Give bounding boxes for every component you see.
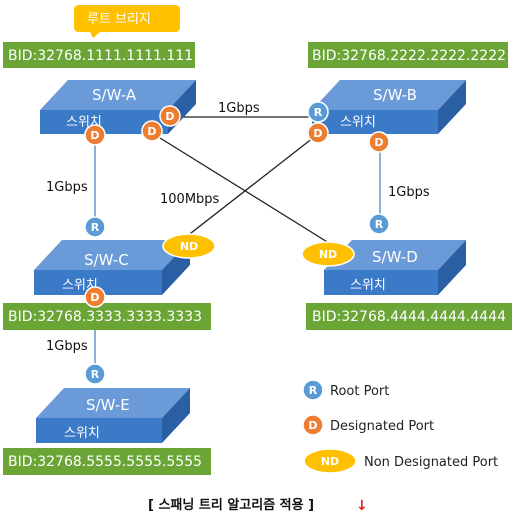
svg-text:R: R xyxy=(91,368,100,381)
svg-text:ND: ND xyxy=(321,455,339,468)
svg-text:D: D xyxy=(374,136,383,149)
link-a-c-speed: 1Gbps xyxy=(46,180,88,195)
port-c-designated-to-e: D xyxy=(84,286,106,308)
port-b-root: R xyxy=(307,101,329,123)
link-b-d-speed: 1Gbps xyxy=(388,185,430,200)
switch-b-name: S/W-B xyxy=(373,86,417,104)
port-c-non-designated: ND xyxy=(162,233,216,259)
legend-root-port-label: Root Port xyxy=(330,384,389,399)
svg-text:R: R xyxy=(309,384,318,397)
svg-text:ND: ND xyxy=(319,248,337,261)
link-a-d xyxy=(151,132,346,254)
svg-text:R: R xyxy=(91,221,100,234)
caption-arrow: ↓ xyxy=(356,498,368,514)
root-bridge-label: 루트 브리지 xyxy=(87,12,151,27)
legend-non-designated-port: ND Non Designated Port xyxy=(303,448,498,474)
switch-d-type: 스위치 xyxy=(350,278,386,293)
port-d-root: R xyxy=(368,213,390,235)
port-b-designated-to-c: D xyxy=(307,122,329,144)
switch-e-bid: BID:32768.5555.5555.5555 xyxy=(8,454,202,470)
svg-text:D: D xyxy=(308,419,317,432)
legend-designated-port: D Designated Port xyxy=(302,414,434,436)
switch-b-bid: BID:32768.2222.2222.2222 xyxy=(312,48,506,64)
port-e-root: R xyxy=(84,363,106,385)
svg-text:R: R xyxy=(375,218,384,231)
port-d-non-designated: ND xyxy=(301,241,355,267)
switch-d-name: S/W-D xyxy=(372,248,418,266)
switch-e-bid-box xyxy=(3,448,211,475)
switch-e-name: S/W-E xyxy=(86,396,130,414)
switch-a-bid-box xyxy=(3,42,195,68)
legend: R Root Port D Designated Port ND Non Des… xyxy=(302,379,498,474)
switch-d: S/W-D 스위치 BID:32768.4444.4444.4444 xyxy=(306,240,512,330)
port-a-designated-to-b: D xyxy=(159,105,181,127)
figure-caption: [ 스패닝 트리 알고리즘 적용 ] xyxy=(148,497,314,513)
port-a-designated-to-c: D xyxy=(84,124,106,146)
switch-b-bid-box xyxy=(308,42,508,68)
legend-root-port: R Root Port xyxy=(302,379,389,401)
switch-c-bid-box xyxy=(3,303,211,330)
svg-text:D: D xyxy=(165,110,174,123)
svg-text:R: R xyxy=(314,106,323,119)
legend-non-designated-port-label: Non Designated Port xyxy=(364,455,498,470)
switch-c: S/W-C 스위치 BID:32768.3333.3333.3333 xyxy=(3,240,211,330)
svg-text:D: D xyxy=(90,129,99,142)
switch-e: S/W-E 스위치 BID:32768.5555.5555.5555 xyxy=(3,388,211,475)
switch-d-bid: BID:32768.4444.4444.4444 xyxy=(312,309,506,325)
svg-text:ND: ND xyxy=(180,240,198,253)
switch-c-bid: BID:32768.3333.3333.3333 xyxy=(8,309,202,325)
switch-a-name: S/W-A xyxy=(92,86,137,104)
switch-a-bid: BID:32768.1111.1111.111 xyxy=(8,48,193,64)
switch-b: BID:32768.2222.2222.2222 S/W-B 스위치 xyxy=(308,42,508,134)
port-a-designated-to-d: D xyxy=(141,120,163,142)
svg-text:D: D xyxy=(90,291,99,304)
legend-designated-port-label: Designated Port xyxy=(330,419,434,434)
switch-d-bid-box xyxy=(306,303,512,330)
link-c-e-speed: 1Gbps xyxy=(46,339,88,354)
switch-b-type: 스위치 xyxy=(340,115,376,130)
svg-text:D: D xyxy=(313,127,322,140)
link-a-b-speed: 1Gbps xyxy=(218,101,260,116)
switch-e-type: 스위치 xyxy=(64,426,100,441)
port-b-designated-to-d: D xyxy=(368,131,390,153)
switch-a: BID:32768.1111.1111.111 S/W-A 스위치 xyxy=(3,42,196,134)
root-bridge-callout: 루트 브리지 xyxy=(74,5,180,38)
switch-c-name: S/W-C xyxy=(84,251,129,269)
svg-text:D: D xyxy=(147,125,156,138)
link-b-c-speed: 100Mbps xyxy=(160,192,220,207)
port-c-root: R xyxy=(84,216,106,238)
